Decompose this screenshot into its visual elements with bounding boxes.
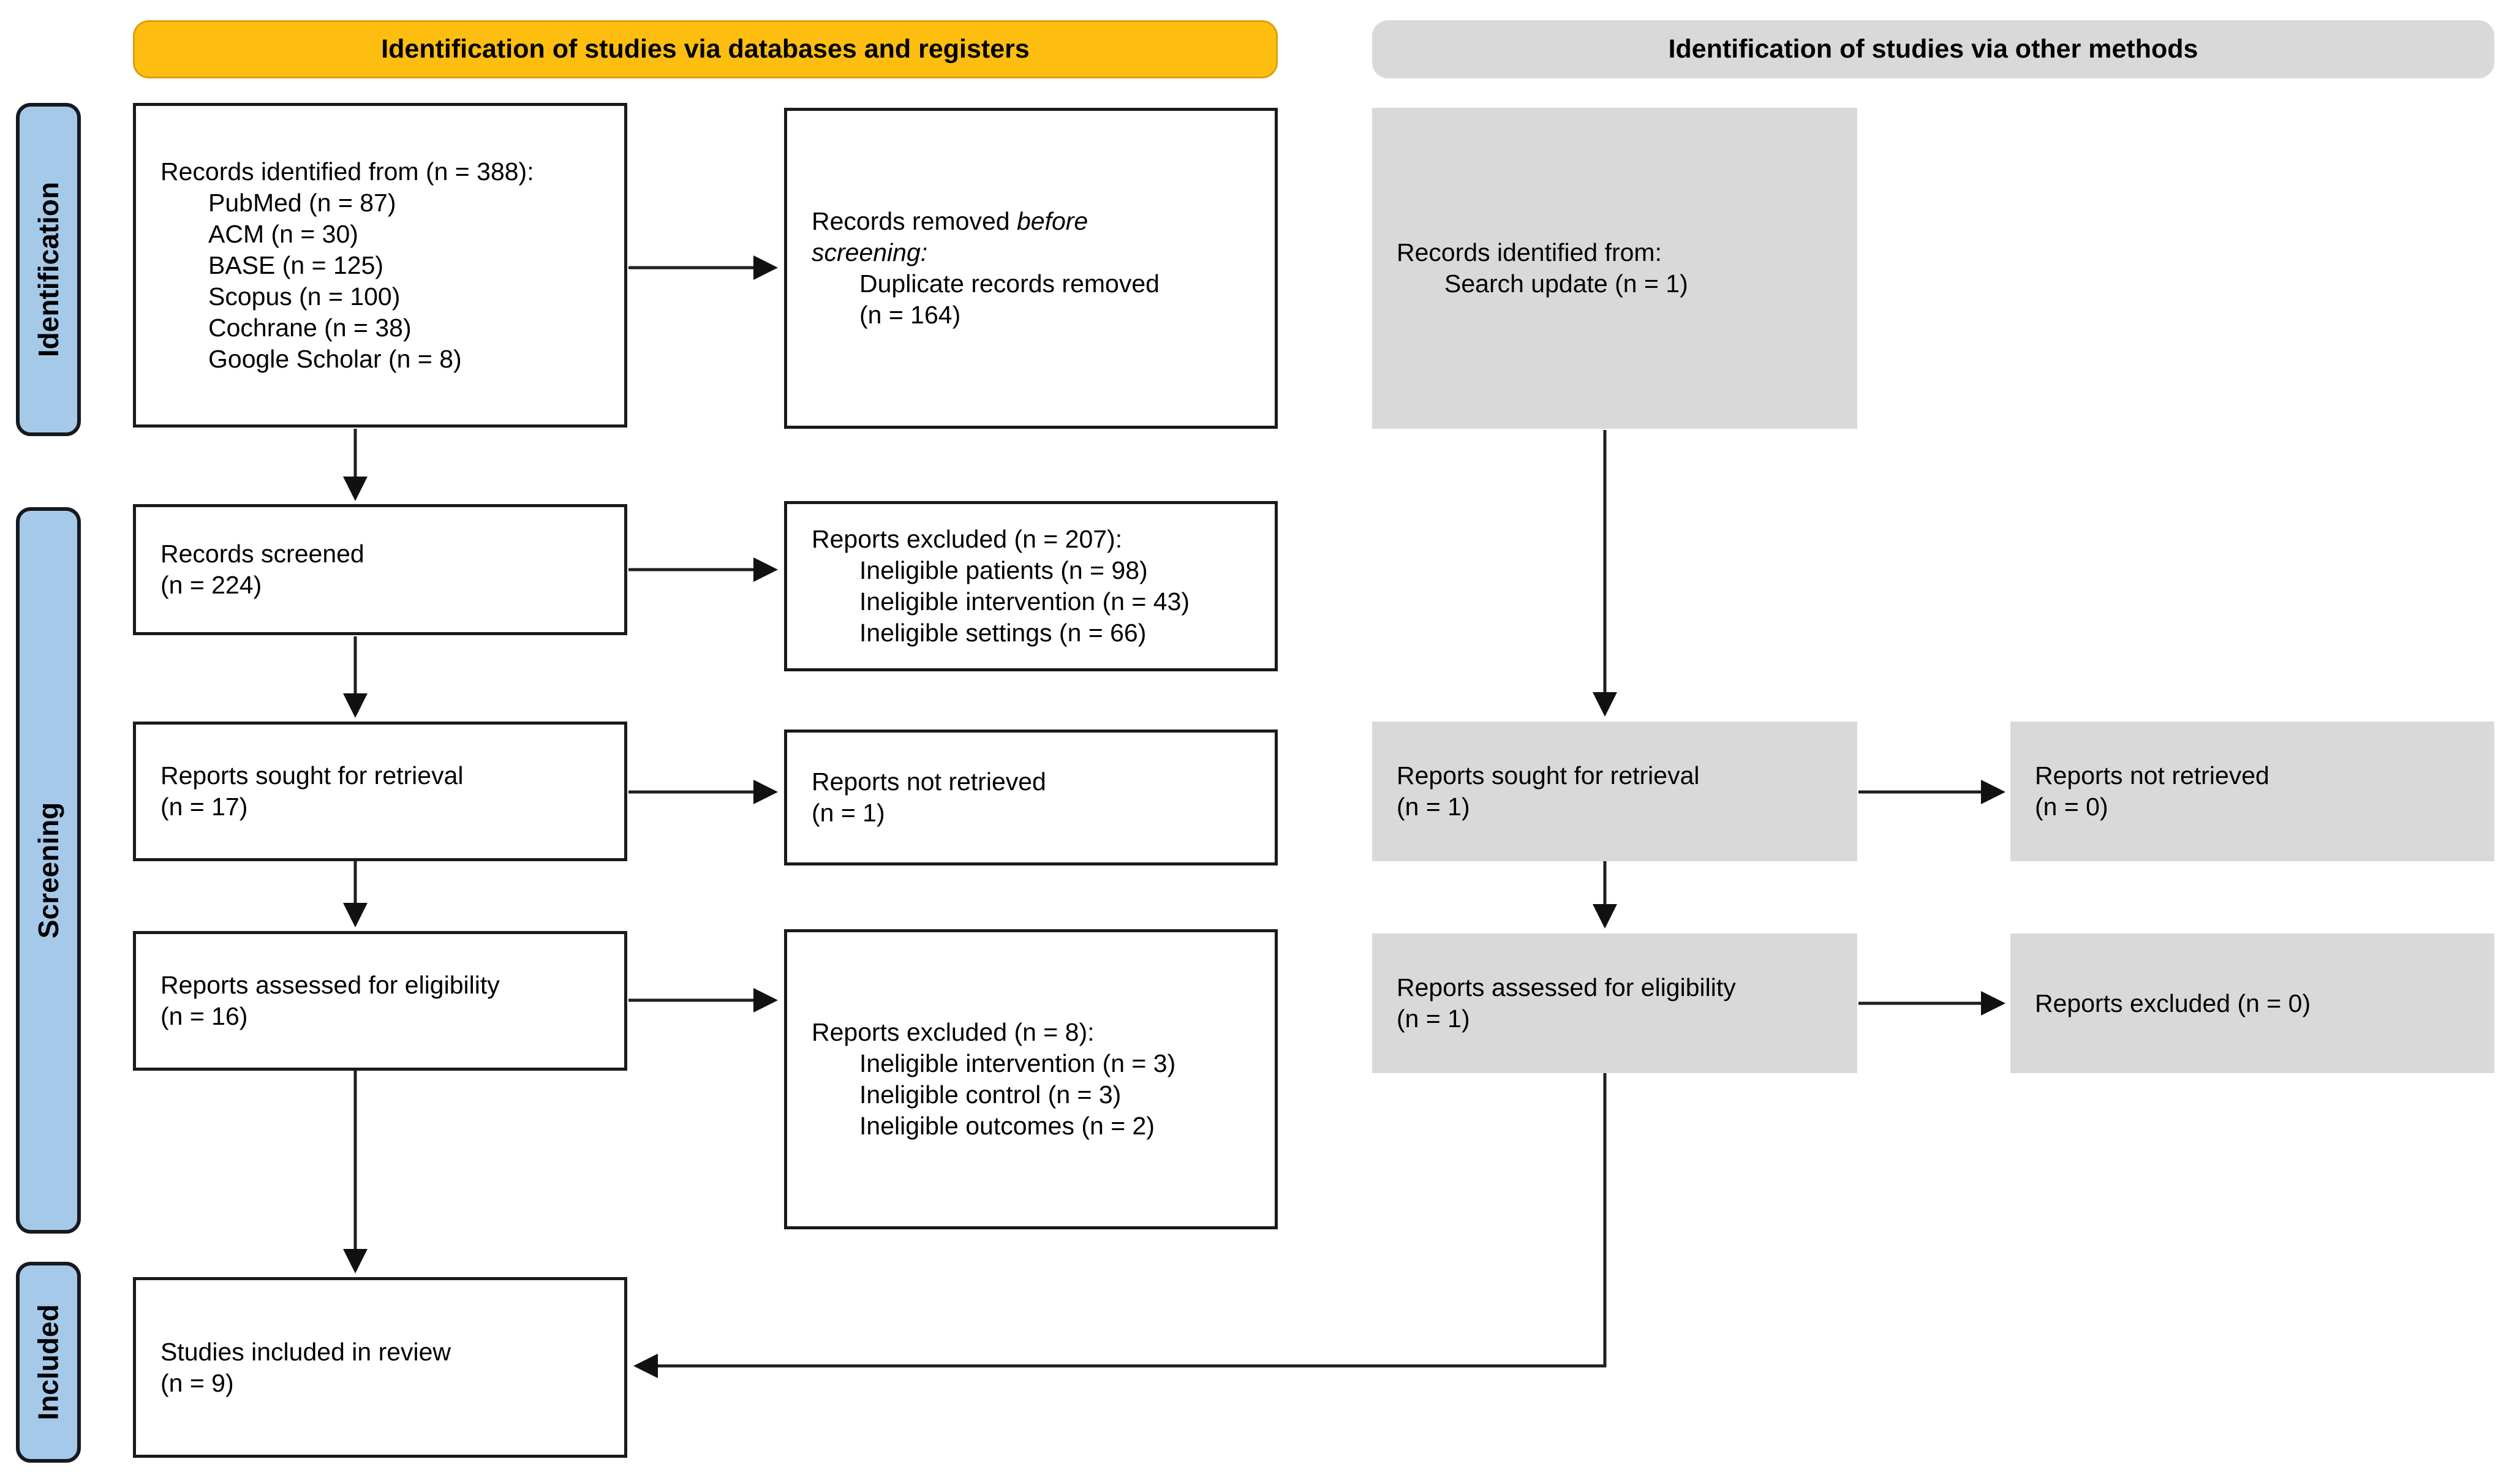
box-label: Records screened — [160, 540, 364, 568]
box-other-reports-assessed: Reports assessed for eligibility (n = 1) — [1372, 933, 1857, 1073]
box-records-screened: Records screened (n = 224) — [133, 504, 627, 635]
header-other-methods-label: Identification of studies via other meth… — [1668, 34, 2198, 64]
box-title: Reports excluded (n = 8): — [812, 1018, 1095, 1046]
box-studies-included: Studies included in review (n = 9) — [133, 1277, 627, 1458]
database-item: Scopus (n = 100) — [208, 282, 401, 311]
box-count: (n = 1) — [812, 799, 885, 827]
excluded-item: Ineligible outcomes (n = 2) — [859, 1112, 1155, 1140]
box-count: (n = 17) — [160, 793, 248, 821]
database-item: Cochrane (n = 38) — [208, 313, 412, 342]
box-title: Records identified from: — [1397, 238, 1662, 266]
box-title-line2: screening: — [812, 238, 928, 266]
box-count: (n = 224) — [160, 571, 262, 599]
box-count: (n = 9) — [160, 1368, 234, 1397]
box-other-reports-not-retrieved: Reports not retrieved (n = 0) — [2010, 722, 2494, 861]
box-other-reports-excluded: Reports excluded (n = 0) — [2010, 933, 2494, 1073]
database-item: ACM (n = 30) — [208, 219, 358, 248]
box-label: Reports not retrieved — [2035, 761, 2269, 790]
title-italic-part: before — [1016, 207, 1088, 235]
box-label: Reports not retrieved — [812, 767, 1046, 796]
box-reports-excluded-screening: Reports excluded (n = 207): Ineligible p… — [784, 501, 1278, 671]
removed-item: Duplicate records removed — [859, 270, 1160, 298]
box-records-removed-before-screening: Records removed before screening: Duplic… — [784, 108, 1278, 429]
box-label: Reports sought for retrieval — [160, 761, 464, 790]
box-count: (n = 1) — [1397, 1005, 1470, 1033]
stage-identification: Identification — [16, 103, 81, 436]
box-title-line1: Records removed before — [812, 206, 1088, 237]
title-normal-part: Records removed — [812, 207, 1017, 235]
box-reports-sought: Reports sought for retrieval (n = 17) — [133, 722, 627, 861]
box-label: Reports assessed for eligibility — [1397, 973, 1736, 1001]
removed-item-count: (n = 164) — [859, 301, 961, 329]
excluded-item: Ineligible patients (n = 98) — [859, 556, 1148, 584]
box-reports-assessed: Reports assessed for eligibility (n = 16… — [133, 931, 627, 1071]
source-item: Search update (n = 1) — [1444, 270, 1688, 298]
header-other-methods: Identification of studies via other meth… — [1372, 20, 2494, 78]
stage-included: Included — [16, 1262, 81, 1463]
box-reports-excluded-eligibility: Reports excluded (n = 8): Ineligible int… — [784, 929, 1278, 1229]
box-other-reports-sought: Reports sought for retrieval (n = 1) — [1372, 722, 1857, 861]
box-count: (n = 1) — [1397, 793, 1470, 821]
box-records-identified-databases: Records identified from (n = 388): PubMe… — [133, 103, 627, 428]
stage-included-label: Included — [32, 1304, 64, 1420]
database-item: Google Scholar (n = 8) — [208, 344, 462, 373]
box-other-records-identified: Records identified from: Search update (… — [1372, 108, 1857, 429]
stage-screening: Screening — [16, 507, 81, 1234]
box-count: (n = 0) — [2035, 793, 2108, 821]
box-label: Reports sought for retrieval — [1397, 761, 1700, 790]
box-title: Records identified from (n = 388): — [160, 157, 534, 186]
stage-screening-label: Screening — [32, 802, 65, 939]
box-count: (n = 16) — [160, 1002, 248, 1030]
excluded-item: Ineligible control (n = 3) — [859, 1080, 1122, 1109]
box-label: Reports assessed for eligibility — [160, 971, 500, 999]
box-label: Studies included in review — [160, 1337, 451, 1366]
box-reports-not-retrieved: Reports not retrieved (n = 1) — [784, 730, 1278, 865]
excluded-item: Ineligible settings (n = 66) — [859, 619, 1147, 647]
box-title: Reports excluded (n = 207): — [812, 525, 1123, 553]
header-databases-registers: Identification of studies via databases … — [133, 20, 1278, 78]
database-item: PubMed (n = 87) — [208, 188, 396, 217]
excluded-item: Ineligible intervention (n = 43) — [859, 587, 1190, 616]
excluded-item: Ineligible intervention (n = 3) — [859, 1049, 1176, 1077]
database-item: BASE (n = 125) — [208, 251, 384, 279]
stage-identification-label: Identification — [32, 181, 65, 358]
header-databases-registers-label: Identification of studies via databases … — [381, 34, 1030, 64]
box-label: Reports excluded (n = 0) — [2035, 989, 2311, 1017]
